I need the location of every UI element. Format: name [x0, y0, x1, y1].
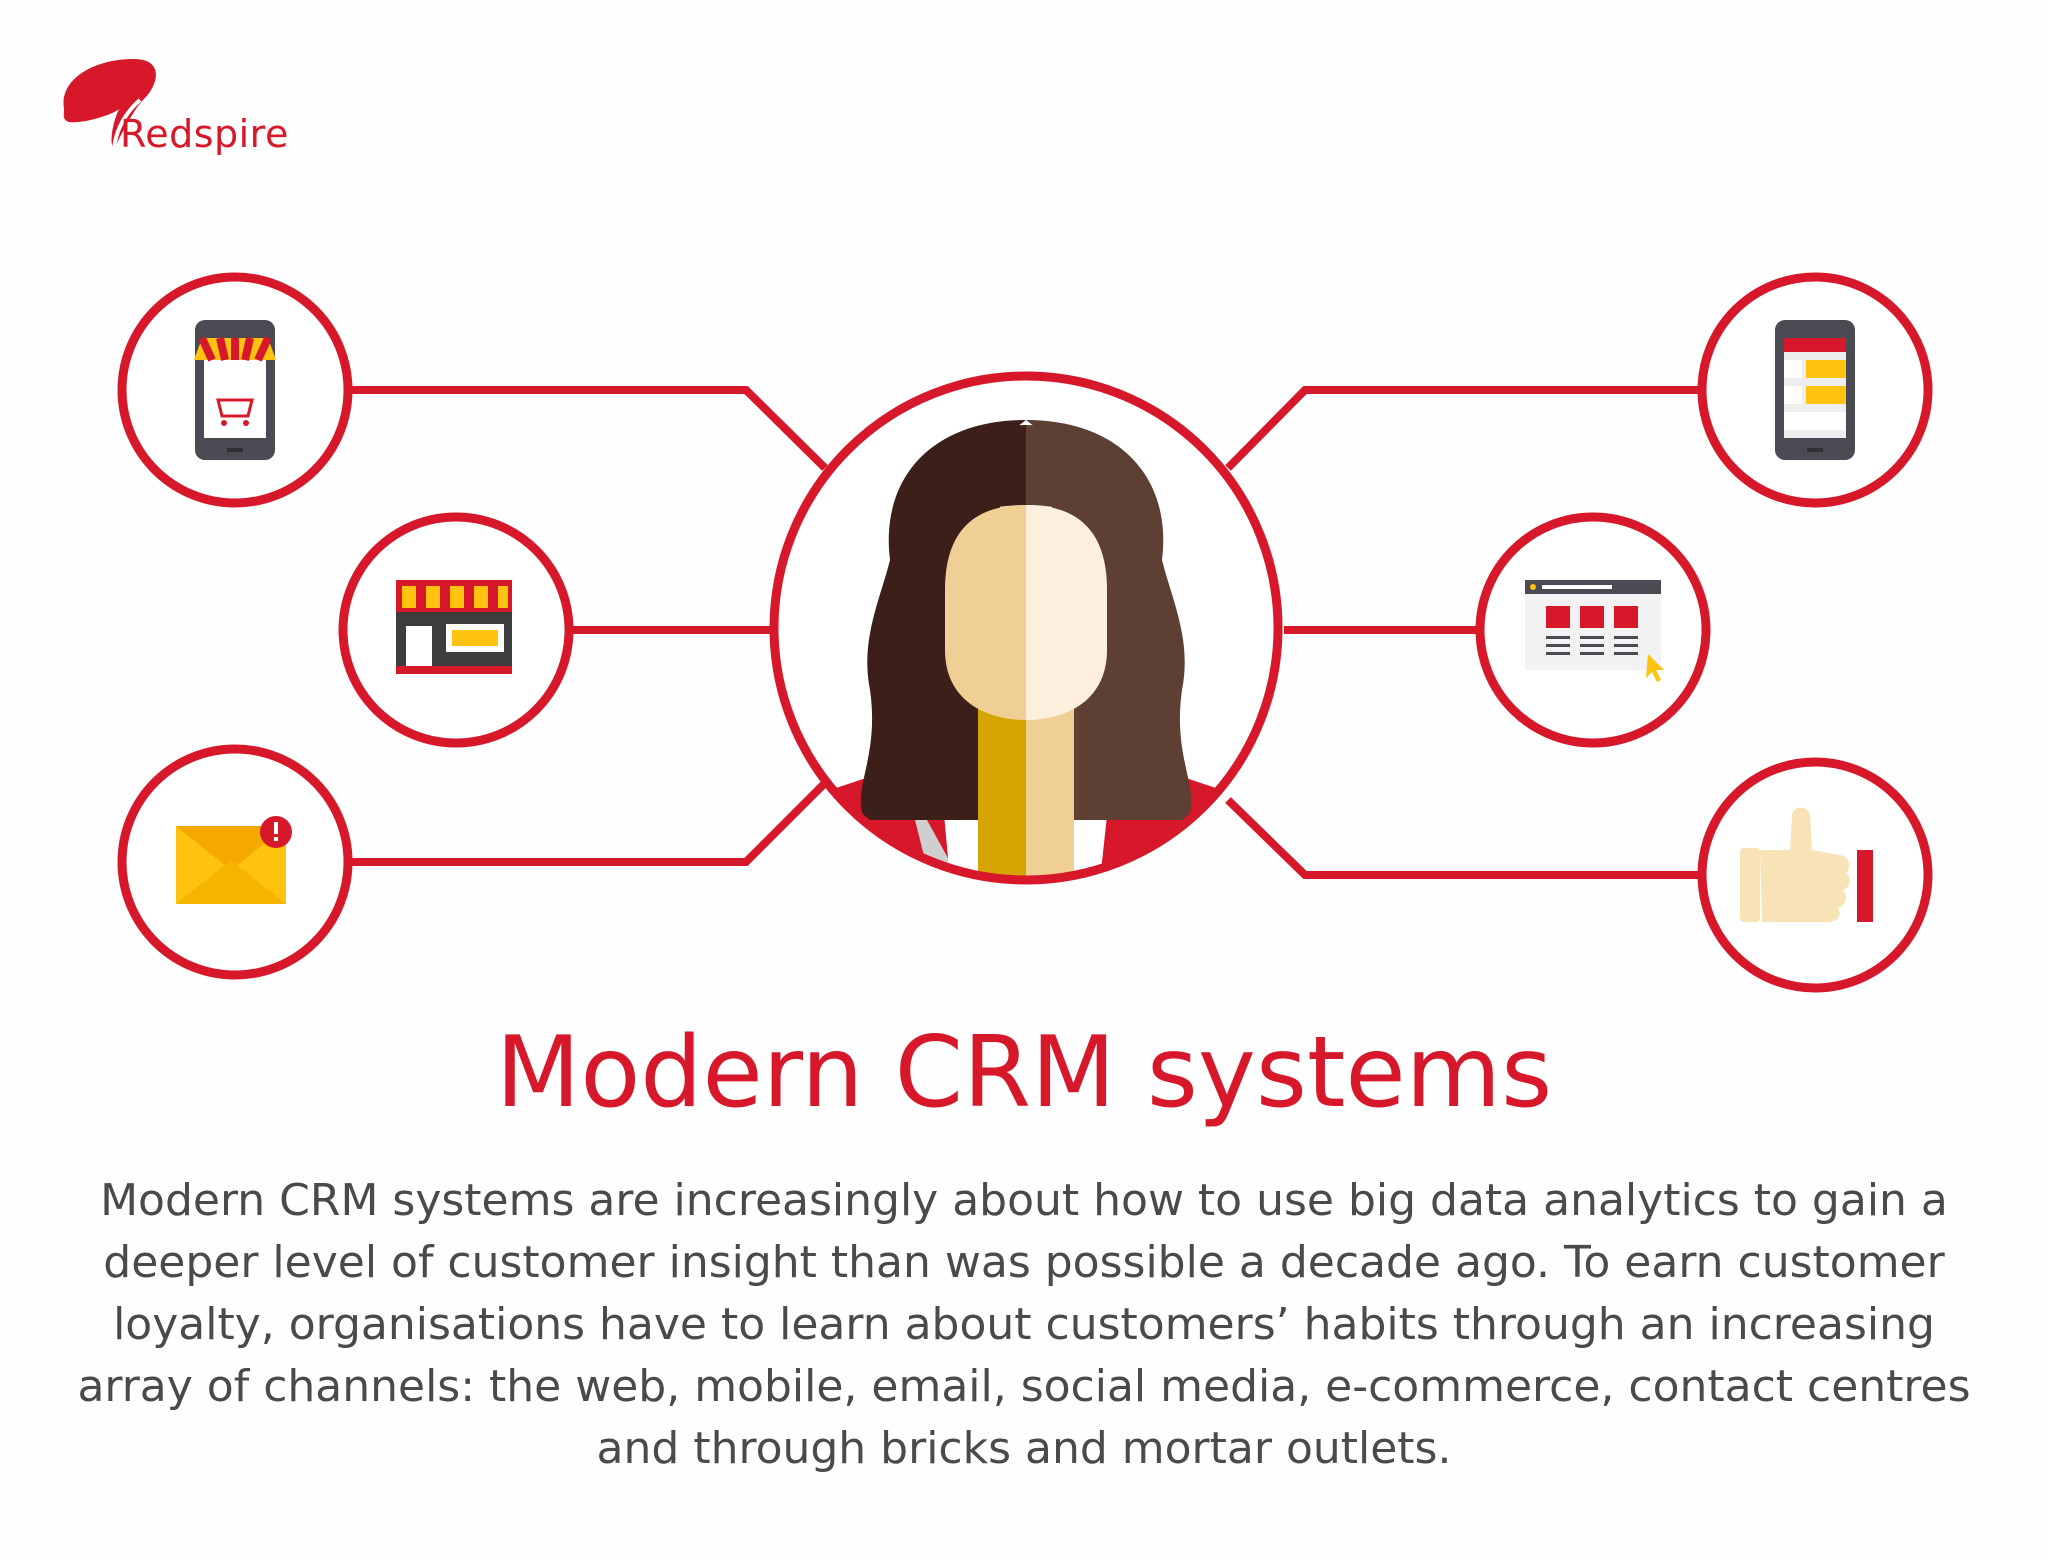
thumbs-up-node	[1697, 757, 1933, 993]
mobile-app-icon	[1775, 320, 1855, 460]
description-text: Modern CRM systems are increasingly abou…	[77, 1175, 1971, 1474]
connector-email	[348, 780, 828, 866]
store-front-icon	[396, 580, 512, 674]
website-node	[1475, 512, 1711, 748]
email-notification-icon	[176, 816, 292, 904]
page-title: Modern CRM systems	[495, 1016, 1553, 1130]
connector-mobile-app	[1225, 386, 1705, 471]
mobile-app-node	[1697, 272, 1933, 508]
mobile-shop-icon	[194, 320, 276, 460]
email-node	[117, 744, 353, 980]
website-icon	[1525, 580, 1664, 682]
crm-channel-diagram	[117, 272, 1933, 993]
connector-mobile-shop	[348, 386, 828, 471]
thumbs-up-icon	[1740, 807, 1873, 922]
mobile-shop-node	[117, 272, 353, 508]
redspire-logo	[63, 59, 156, 150]
connector-thumbs-up	[1225, 797, 1705, 879]
customer-circle	[769, 371, 1283, 885]
store-front-node	[338, 512, 574, 748]
brand-name: Redspire	[120, 112, 289, 156]
